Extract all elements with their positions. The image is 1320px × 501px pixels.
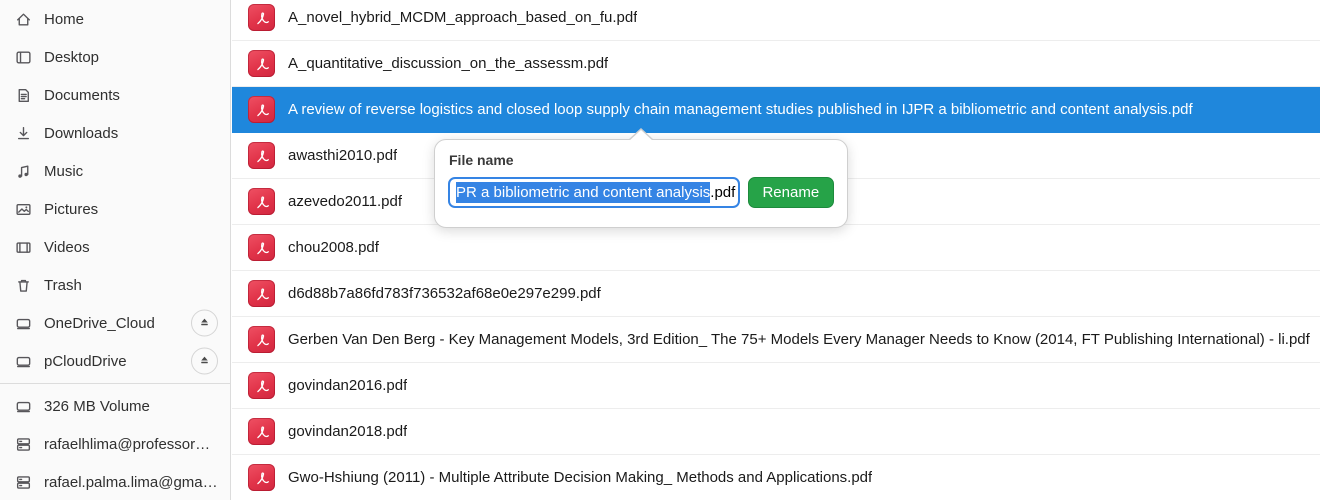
file-row[interactable]: A_novel_hybrid_MCDM_approach_based_on_fu…	[232, 0, 1320, 41]
file-row[interactable]: govindan2018.pdf	[232, 409, 1320, 455]
drive-icon	[15, 353, 32, 370]
file-name-label: awasthi2010.pdf	[288, 147, 398, 164]
file-name-label: A_novel_hybrid_MCDM_approach_based_on_fu…	[288, 9, 638, 26]
sidebar-item-label: Music	[44, 162, 84, 180]
sidebar-item-rafael-palma-lima-gma[interactable]: rafael.palma.lima@gma…	[0, 463, 230, 501]
pdf-file-icon	[248, 326, 275, 353]
drive-icon	[15, 315, 32, 332]
eject-icon	[198, 353, 211, 369]
file-name-label: Gerben Van Den Berg - Key Management Mod…	[288, 331, 1310, 348]
sidebar-item-326-mb-volume[interactable]: 326 MB Volume	[0, 387, 230, 425]
music-icon	[15, 163, 32, 180]
file-row[interactable]: Gwo-Hshiung (2011) - Multiple Attribute …	[232, 455, 1320, 500]
pdf-file-icon	[248, 142, 275, 169]
eject-button[interactable]	[191, 347, 218, 375]
pdf-file-icon	[248, 372, 275, 399]
file-name-label: Gwo-Hshiung (2011) - Multiple Attribute …	[288, 469, 873, 486]
file-row[interactable]: A_quantitative_discussion_on_the_assessm…	[232, 41, 1320, 87]
pdf-file-icon	[248, 464, 275, 491]
file-row[interactable]: chou2008.pdf	[232, 225, 1320, 271]
sidebar-devices-section: 326 MB Volume rafaelhlima@professor… raf…	[0, 387, 230, 501]
pdf-file-icon	[248, 96, 275, 123]
file-name-label: govindan2016.pdf	[288, 377, 408, 394]
eject-icon	[198, 315, 211, 331]
sidebar-item-label: Trash	[44, 276, 82, 294]
server-icon	[15, 474, 32, 491]
pdf-file-icon	[248, 50, 275, 77]
file-name-label: d6d88b7a86fd783f736532af68e0e297e299.pdf	[288, 285, 601, 302]
sidebar-item-label: rafael.palma.lima@gma…	[44, 473, 218, 491]
sidebar-item-videos[interactable]: Videos	[0, 228, 230, 266]
sidebar-item-pclouddrive[interactable]: pCloudDrive	[0, 342, 230, 380]
file-list-pane: A_novel_hybrid_MCDM_approach_based_on_fu…	[232, 0, 1320, 500]
file-row[interactable]: govindan2016.pdf	[232, 363, 1320, 409]
file-name-field-label: File name	[449, 152, 514, 168]
desktop-icon	[15, 49, 32, 66]
rename-button[interactable]: Rename	[747, 177, 834, 208]
rename-input-selected-text: PR a bibliometric and content analysis	[456, 182, 711, 203]
sidebar-item-label: Videos	[44, 238, 90, 256]
file-row[interactable]: d6d88b7a86fd783f736532af68e0e297e299.pdf	[232, 271, 1320, 317]
sidebar-item-label: Pictures	[44, 200, 99, 218]
pdf-file-icon	[248, 280, 275, 307]
sidebar-item-label: 326 MB Volume	[44, 397, 150, 415]
server-icon	[15, 436, 32, 453]
file-name-label: A_quantitative_discussion_on_the_assessm…	[288, 55, 609, 72]
sidebar-item-label: Downloads	[44, 124, 119, 142]
file-row[interactable]: A review of reverse logistics and closed…	[232, 87, 1320, 133]
file-name-label: A review of reverse logistics and closed…	[288, 101, 1193, 118]
file-list: A_novel_hybrid_MCDM_approach_based_on_fu…	[232, 0, 1320, 500]
sidebar-item-label: pCloudDrive	[44, 352, 127, 370]
pdf-file-icon	[248, 4, 275, 31]
rename-input-suffix: .pdf	[710, 184, 736, 201]
pdf-file-icon	[248, 418, 275, 445]
file-name-label: azevedo2011.pdf	[288, 193, 402, 210]
documents-icon	[15, 87, 32, 104]
pdf-file-icon	[248, 234, 275, 261]
file-name-label: chou2008.pdf	[288, 239, 379, 256]
sidebar-item-label: Desktop	[44, 48, 100, 66]
sidebar-item-desktop[interactable]: Desktop	[0, 38, 230, 76]
rename-input[interactable]: PR a bibliometric and content analysis.p…	[448, 177, 740, 208]
sidebar-item-label: Home	[44, 10, 85, 28]
trash-icon	[15, 277, 32, 294]
sidebar-item-trash[interactable]: Trash	[0, 266, 230, 304]
home-icon	[15, 11, 32, 28]
sidebar-item-documents[interactable]: Documents	[0, 76, 230, 114]
sidebar-item-home[interactable]: Home	[0, 0, 230, 38]
sidebar-item-onedrive-cloud[interactable]: OneDrive_Cloud	[0, 304, 230, 342]
videos-icon	[15, 239, 32, 256]
sidebar-item-downloads[interactable]: Downloads	[0, 114, 230, 152]
file-name-label: govindan2018.pdf	[288, 423, 408, 440]
sidebar-item-label: Documents	[44, 86, 120, 104]
sidebar-item-label: OneDrive_Cloud	[44, 314, 155, 332]
sidebar-item-rafaelhlima-professor[interactable]: rafaelhlima@professor…	[0, 425, 230, 463]
drive-icon	[15, 398, 32, 415]
rename-popover: File name PR a bibliometric and content …	[434, 128, 848, 228]
sidebar-separator	[0, 383, 230, 384]
sidebar-item-pictures[interactable]: Pictures	[0, 190, 230, 228]
pdf-file-icon	[248, 188, 275, 215]
sidebar-item-music[interactable]: Music	[0, 152, 230, 190]
file-row[interactable]: Gerben Van Den Berg - Key Management Mod…	[232, 317, 1320, 363]
sidebar-places-section: Home Desktop Documents Downloads Music P…	[0, 0, 230, 380]
sidebar-item-label: rafaelhlima@professor…	[44, 435, 211, 453]
pictures-icon	[15, 201, 32, 218]
downloads-icon	[15, 125, 32, 142]
eject-button[interactable]	[191, 309, 218, 337]
places-sidebar: Home Desktop Documents Downloads Music P…	[0, 0, 231, 500]
